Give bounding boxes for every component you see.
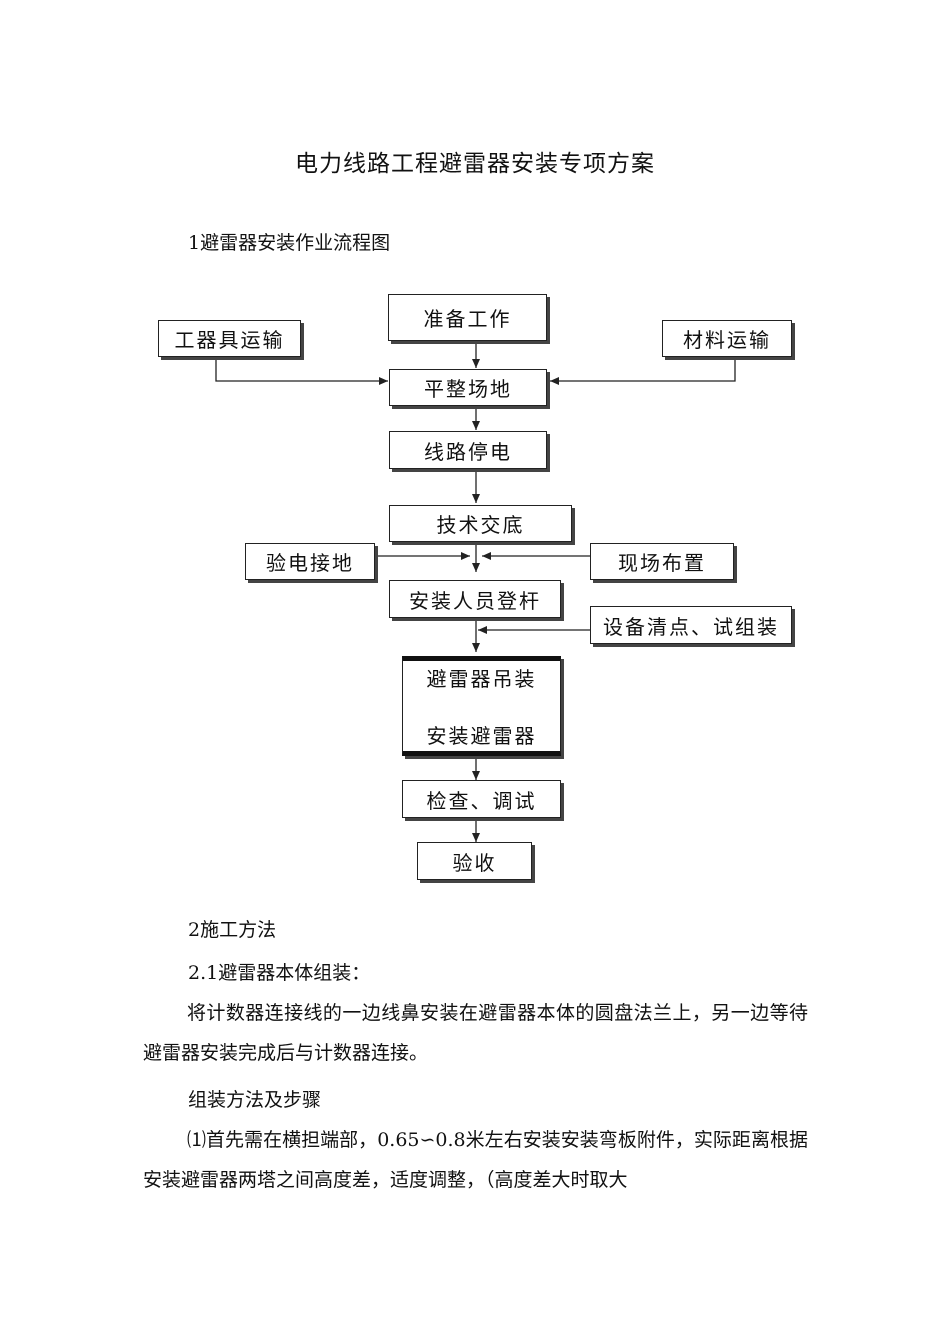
- flow-box-inspect: 检查、调试: [402, 780, 561, 818]
- paragraph-2: ⑴首先需在横担端部，0.65∽0.8米左右安装安装弯板附件，实际距离根据安装避雷…: [143, 1129, 808, 1191]
- paragraph-1: 将计数器连接线的一边线鼻安装在避雷器本体的圆盘法兰上，另一边等待避雷器安装完成后…: [143, 1002, 808, 1064]
- document-title: 电力线路工程避雷器安装专项方案: [295, 151, 655, 177]
- flow-box-accept: 验收: [417, 842, 532, 880]
- flowchart-connectors: [215, 342, 736, 842]
- flow-box-materials: 材料运输: [662, 320, 792, 357]
- flow-label-tech-brief: 技术交底: [436, 513, 525, 537]
- flow-box-test-ground: 验电接地: [245, 543, 375, 580]
- flow-box-power-off: 线路停电: [389, 431, 547, 469]
- flow-label-equip-check: 设备清点、试组装: [603, 614, 779, 639]
- flow-box-prepare: 准备工作: [388, 294, 547, 341]
- flow-label-power-off: 线路停电: [424, 439, 512, 464]
- flow-box-climb: 安装人员登杆: [389, 580, 561, 618]
- subheading-steps: 组装方法及步骤: [188, 1089, 322, 1111]
- section-2-1-heading: 2.1避雷器本体组装：: [188, 962, 371, 984]
- flow-box-level-site: 平整场地: [389, 369, 547, 406]
- flow-box-equip-check: 设备清点、试组装: [590, 606, 792, 644]
- flow-label-climb: 安装人员登杆: [409, 588, 541, 613]
- flow-label-site-layout: 现场布置: [618, 551, 706, 575]
- flow-box-tech-brief: 技术交底: [389, 505, 572, 542]
- flow-label-level-site: 平整场地: [424, 377, 512, 401]
- flow-label-materials: 材料运输: [683, 328, 771, 352]
- flow-label-hoist: 避雷器吊装: [426, 667, 537, 691]
- flow-label-install: 安装避雷器: [426, 724, 537, 748]
- flow-label-test-ground: 验电接地: [266, 551, 354, 575]
- flow-label-tools: 工器具运输: [174, 328, 285, 352]
- flow-box-hoist-install: 避雷器吊装 安装避雷器: [402, 656, 561, 756]
- section-1-heading: 1避雷器安装作业流程图: [188, 232, 391, 254]
- flow-label-inspect: 检查、调试: [426, 788, 537, 813]
- flow-box-tools: 工器具运输: [158, 320, 301, 357]
- flow-label-prepare: 准备工作: [423, 307, 512, 331]
- flow-label-accept: 验收: [452, 850, 497, 875]
- section-2-heading: 2施工方法: [188, 919, 277, 941]
- flow-box-site-layout: 现场布置: [590, 543, 734, 580]
